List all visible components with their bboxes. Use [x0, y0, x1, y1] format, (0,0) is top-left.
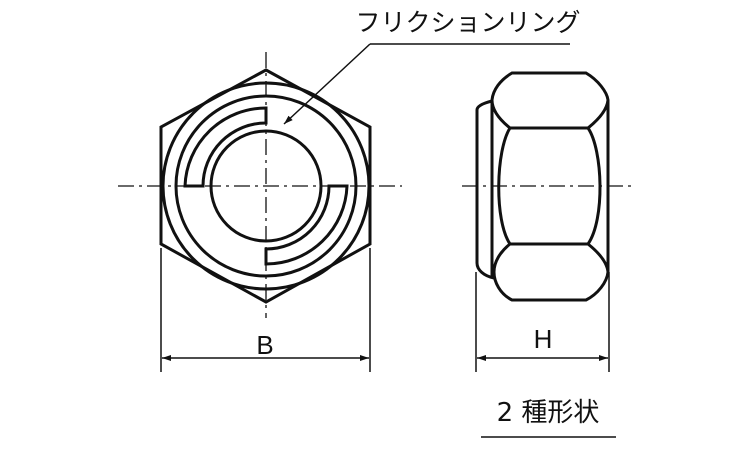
friction-ring-arc-left: [183, 106, 268, 188]
callout-leader: [283, 43, 371, 125]
hexagon-outline: [159, 68, 372, 304]
ring-outer-circle: [174, 94, 358, 278]
nylon-insert: [475, 99, 495, 280]
middle-face-right-curve: [586, 127, 602, 245]
bore-circle: [209, 129, 323, 243]
top-chamfer-face: [490, 71, 610, 130]
friction-ring-label: フリクションリング: [355, 8, 580, 37]
dimension-h-label: H: [534, 324, 553, 354]
dimension-b-label: B: [256, 330, 273, 360]
side-view: [462, 71, 632, 372]
front-view: [118, 43, 570, 372]
middle-face-left-curve: [497, 127, 512, 245]
shape-type-caption: 2 種形状: [497, 398, 600, 428]
friction-ring-arc-right: [264, 184, 349, 266]
chamfer-circle: [161, 81, 371, 291]
bottom-chamfer-face: [492, 242, 610, 302]
